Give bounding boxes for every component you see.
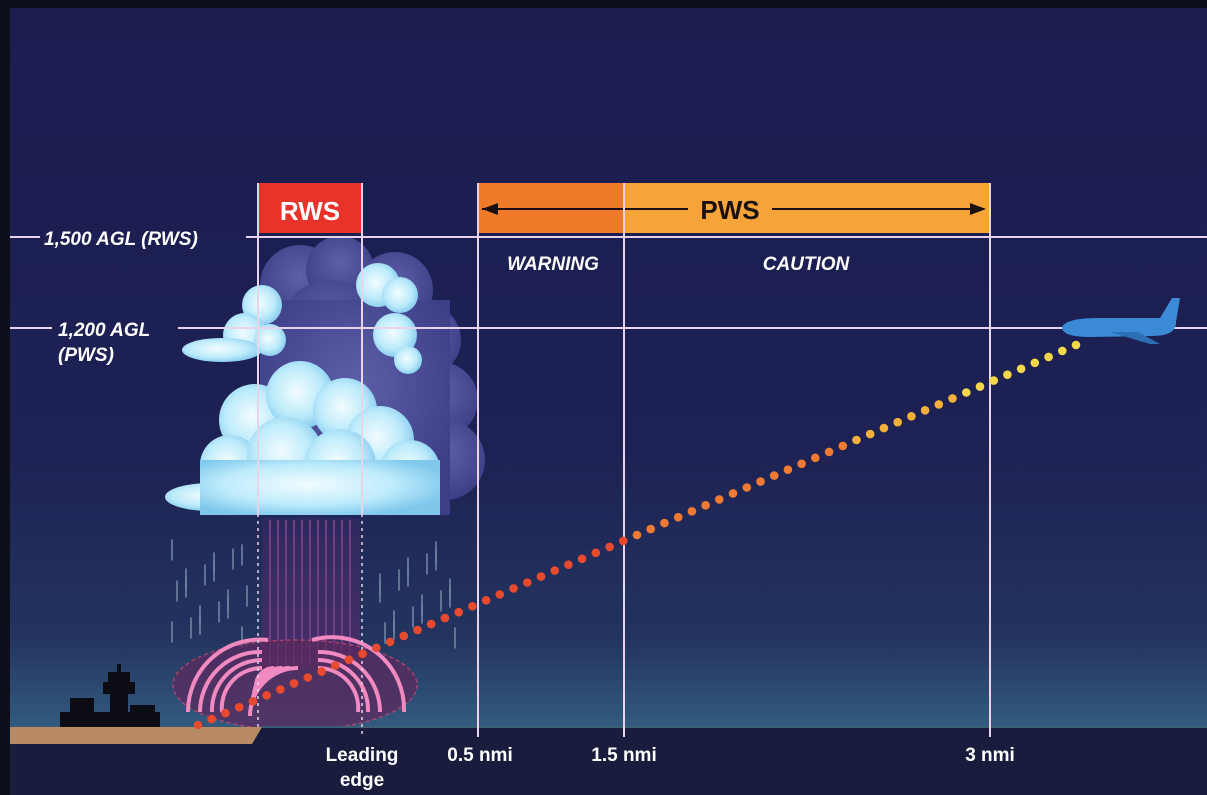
- flight-path-dot: [989, 376, 998, 385]
- flight-path-dots: [193, 340, 1081, 730]
- flight-path-dot: [865, 429, 875, 439]
- pws-bar-label: PWS: [700, 195, 759, 225]
- flight-path-dot: [221, 708, 230, 718]
- leading-edge-label: Leading: [326, 745, 399, 766]
- flight-path-dot: [948, 394, 957, 403]
- flight-path-dot: [330, 661, 340, 670]
- storm-cloud: [165, 236, 485, 515]
- flight-path-dot: [673, 512, 683, 522]
- flight-path-dot: [289, 679, 299, 688]
- rain-streaks: [171, 539, 456, 649]
- flight-path-dot: [920, 406, 930, 415]
- storm-cloud-right-puff: [356, 263, 422, 374]
- flight-path-dot: [234, 702, 244, 712]
- flight-path-dot: [1030, 358, 1040, 368]
- pws-altitude-label: 1,200 AGL: [58, 320, 150, 341]
- flight-path-dot: [962, 388, 971, 397]
- leading-edge-label-sub: edge: [340, 770, 384, 791]
- pws-altitude-label-sub: (PWS): [58, 345, 114, 366]
- flight-path-dot: [399, 631, 409, 641]
- flight-path-dot: [385, 637, 395, 647]
- flight-path-dot: [783, 465, 793, 475]
- flight-path-dot: [756, 477, 765, 486]
- flight-path-dot: [797, 459, 806, 469]
- vertical-grid-lines: [257, 183, 991, 737]
- distance-0-5-nmi-label: 0.5 nmi: [447, 745, 512, 766]
- flight-path-dot: [358, 649, 367, 659]
- pws-arrowhead-left: [482, 203, 498, 215]
- distance-1-5-nmi-label: 1.5 nmi: [591, 745, 656, 766]
- flight-path-dot: [481, 596, 491, 605]
- flight-path-dot: [769, 471, 779, 480]
- flight-path-dot: [1003, 370, 1012, 380]
- flight-path-dot: [838, 441, 848, 451]
- flight-path-dot: [811, 453, 820, 463]
- caution-label: CAUTION: [763, 254, 851, 275]
- rws-bar-label: RWS: [280, 196, 340, 226]
- flight-path-dot: [303, 673, 313, 682]
- flight-path-dot: [1058, 346, 1067, 356]
- flight-path-dot: [893, 417, 902, 427]
- warning-label: WARNING: [507, 254, 599, 275]
- flight-path-dot: [1016, 364, 1026, 374]
- flight-path-dot: [975, 382, 985, 391]
- flight-path-dot: [824, 447, 834, 457]
- flight-path-dot: [468, 602, 477, 611]
- rws-bar: [258, 183, 362, 233]
- airport-tower-icon: [60, 664, 160, 727]
- flight-path-dot: [907, 412, 916, 421]
- flight-path-dot: [605, 542, 614, 552]
- flight-path-dot: [564, 560, 573, 569]
- pws-arrowhead-right: [970, 203, 986, 215]
- flight-path-dot: [728, 489, 738, 498]
- flight-path-dot: [454, 607, 464, 617]
- flight-path-dot: [276, 685, 285, 694]
- flight-path-dot: [372, 643, 381, 653]
- flight-path-dot: [1044, 352, 1053, 362]
- rws-dashed-lines: [257, 514, 363, 737]
- flight-path-dot: [879, 423, 889, 433]
- flight-path-dot: [646, 524, 655, 534]
- flight-path-dot: [536, 572, 546, 581]
- flight-path-dot: [344, 655, 354, 664]
- flight-path-dot: [619, 536, 628, 546]
- flight-path-dot: [1071, 340, 1081, 350]
- airplane-icon: [1062, 298, 1180, 344]
- flight-path-dot: [207, 714, 216, 724]
- runway-ground: [10, 727, 262, 744]
- flight-path-dot: [715, 495, 724, 504]
- flight-path-dot: [523, 578, 532, 587]
- flight-path-dot: [413, 625, 422, 635]
- flight-path-dot: [742, 483, 752, 492]
- flight-path-dot: [426, 619, 436, 629]
- flight-path-dot: [317, 667, 326, 676]
- flight-path-dot: [262, 691, 271, 700]
- rws-altitude-label: 1,500 AGL (RWS): [44, 229, 198, 250]
- flight-path-dot: [701, 501, 710, 510]
- flight-path-dot: [193, 720, 203, 730]
- flight-path-dot: [660, 518, 669, 528]
- flight-path-dot: [687, 507, 697, 516]
- flight-path-dot: [248, 697, 258, 706]
- flight-path-dot: [934, 400, 944, 409]
- flight-path-dot: [632, 530, 642, 540]
- flight-path-dot: [440, 613, 450, 623]
- flight-path-dot: [577, 554, 587, 564]
- flight-path-dot: [591, 548, 601, 558]
- distance-3-nmi-label: 3 nmi: [965, 745, 1015, 766]
- flight-path-dot: [550, 566, 559, 575]
- storm-cloud-upper-puff: [182, 285, 286, 362]
- flight-path-dot: [852, 435, 861, 445]
- flight-path-dot: [495, 590, 505, 599]
- flight-path-dot: [509, 584, 518, 593]
